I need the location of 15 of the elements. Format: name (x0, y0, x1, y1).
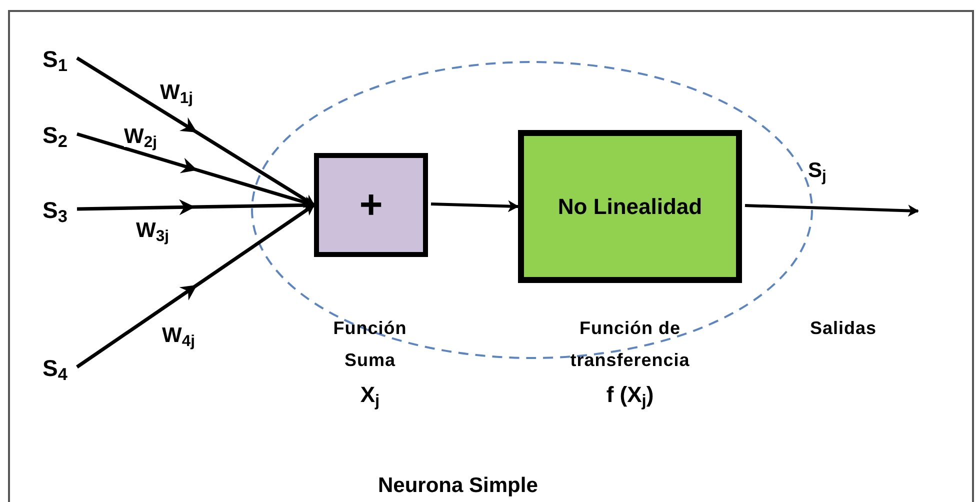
summation-box: + (314, 153, 428, 257)
caption-text: f (X$_{j}$) (606, 381, 654, 410)
input-label: S$_{2}$ (36, 120, 74, 150)
arrow (430, 200, 519, 212)
output-label: Salidas (810, 317, 877, 340)
input-label: S$_{1}$ (36, 44, 74, 74)
process-box: No Linealidad (518, 130, 742, 283)
caption: Neurona Simple (378, 473, 538, 499)
arrow (744, 204, 919, 217)
input-label: S$_{4}$ (36, 353, 74, 383)
arrow (76, 204, 315, 368)
caption-text: X$_{j}$ (360, 381, 380, 410)
caption-text: Función Suma (332, 317, 408, 372)
caption-text: Función de transferencia (569, 317, 691, 372)
input-label: S$_{3}$ (36, 195, 74, 225)
